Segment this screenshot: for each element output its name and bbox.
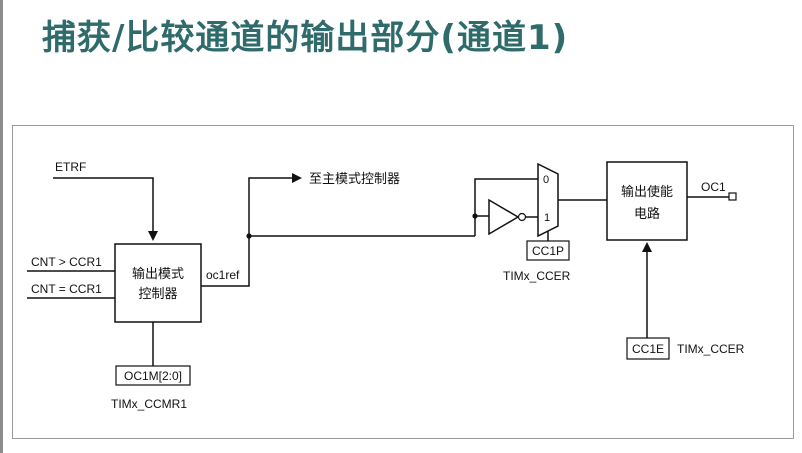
timx-ccer-label-1: TIMx_CCER <box>503 269 571 283</box>
mode-controller-label-line2: 控制器 <box>138 287 177 302</box>
oc1-pin <box>728 192 737 201</box>
page-title: 捕获/比较通道的输出部分(通道1) <box>42 18 569 58</box>
mux-input-1-label: 1 <box>544 212 550 224</box>
timx-ccer-label-2: TIMx_CCER <box>677 342 745 356</box>
split-junction-dot <box>472 213 478 219</box>
output-enable-block <box>606 161 688 241</box>
mux-input-0-label: 0 <box>543 174 549 186</box>
enable-label-line2: 电路 <box>634 206 660 222</box>
inverter-bubble <box>517 212 527 222</box>
diagram-frame: ETRF CNT > CCR1 CNT = CCR1 输出模式 控制器 OC1M… <box>12 125 794 439</box>
cc1e-box <box>626 337 670 360</box>
etrf-label: ETRF <box>55 160 86 174</box>
cnt-eq-ccr1-label: CNT = CCR1 <box>31 282 102 296</box>
output-mode-controller-block <box>114 243 202 323</box>
oc1ref-label: oc1ref <box>206 268 240 282</box>
oc1-label: OC1 <box>701 180 726 194</box>
direct-path-line <box>474 178 538 236</box>
etrf-line <box>53 177 158 241</box>
output-channel-diagram: ETRF CNT > CCR1 CNT = CCR1 输出模式 控制器 OC1M… <box>27 160 745 411</box>
to-master-arrow <box>248 173 302 236</box>
oc1m-box <box>115 365 191 386</box>
inverter-gate <box>488 198 520 236</box>
mode-controller-label-line1: 输出模式 <box>132 266 184 282</box>
cc1p-box <box>526 240 570 261</box>
cc1e-label: CC1E <box>632 342 664 356</box>
timx-ccmr1-label: TIMx_CCMR1 <box>111 397 187 411</box>
enable-label-line1: 输出使能 <box>621 184 673 200</box>
slide-left-border <box>0 0 3 453</box>
to-master-label: 至主模式控制器 <box>309 172 400 187</box>
oc1m-label: OC1M[2:0] <box>124 369 182 383</box>
cnt-gt-ccr1-label: CNT > CCR1 <box>31 255 102 269</box>
cc1p-label: CC1P <box>532 244 564 258</box>
output-mux <box>537 162 559 238</box>
oc1ref-line <box>201 235 475 287</box>
